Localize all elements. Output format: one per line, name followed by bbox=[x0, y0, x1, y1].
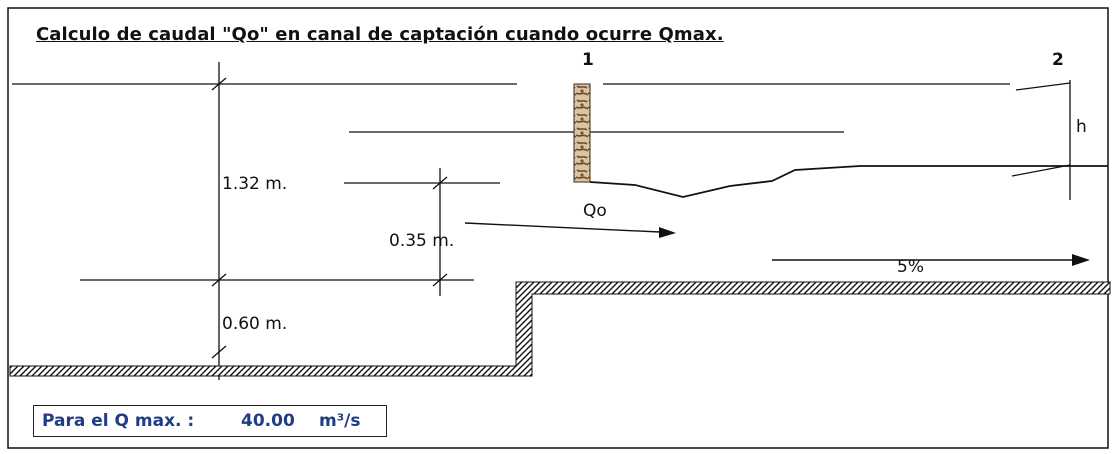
section-1-label: 1 bbox=[582, 50, 594, 70]
max-flow-unit: m³/s bbox=[319, 411, 361, 431]
flow-arrow-head bbox=[659, 227, 676, 238]
section-2-head-tick-bottom bbox=[1011, 164, 1071, 177]
gate bbox=[573, 83, 591, 183]
slope-label: 5% bbox=[897, 257, 924, 277]
dim-tick bbox=[432, 273, 448, 287]
flow-arrow-line bbox=[464, 222, 661, 233]
sill-height-label: 0.35 m. bbox=[389, 231, 455, 251]
dim-tick bbox=[211, 345, 227, 359]
dim-tick bbox=[211, 77, 227, 91]
max-flow-info-box: Para el Q max. : 40.00 m³/s bbox=[33, 405, 387, 437]
water-surface-profile bbox=[589, 165, 1108, 198]
base-height-label: 0.60 m. bbox=[222, 314, 288, 334]
max-flow-value: 40.00 bbox=[241, 411, 295, 431]
canal-bed-hatching bbox=[9, 281, 1111, 377]
diagram-title: Calculo de caudal "Qo" en canal de capta… bbox=[36, 24, 724, 45]
max-flow-label: Para el Q max. : bbox=[42, 411, 195, 431]
slope-arrow-head bbox=[1072, 254, 1090, 266]
flow-label: Qo bbox=[583, 201, 607, 221]
outer-border bbox=[7, 7, 1109, 449]
dim-tick bbox=[432, 176, 448, 190]
total-depth-label: 1.32 m. bbox=[222, 174, 288, 194]
dim-tick bbox=[211, 273, 227, 287]
section-2-label: 2 bbox=[1052, 50, 1064, 70]
head-label: h bbox=[1076, 117, 1087, 137]
section-2-head-tick-top bbox=[1015, 82, 1071, 91]
